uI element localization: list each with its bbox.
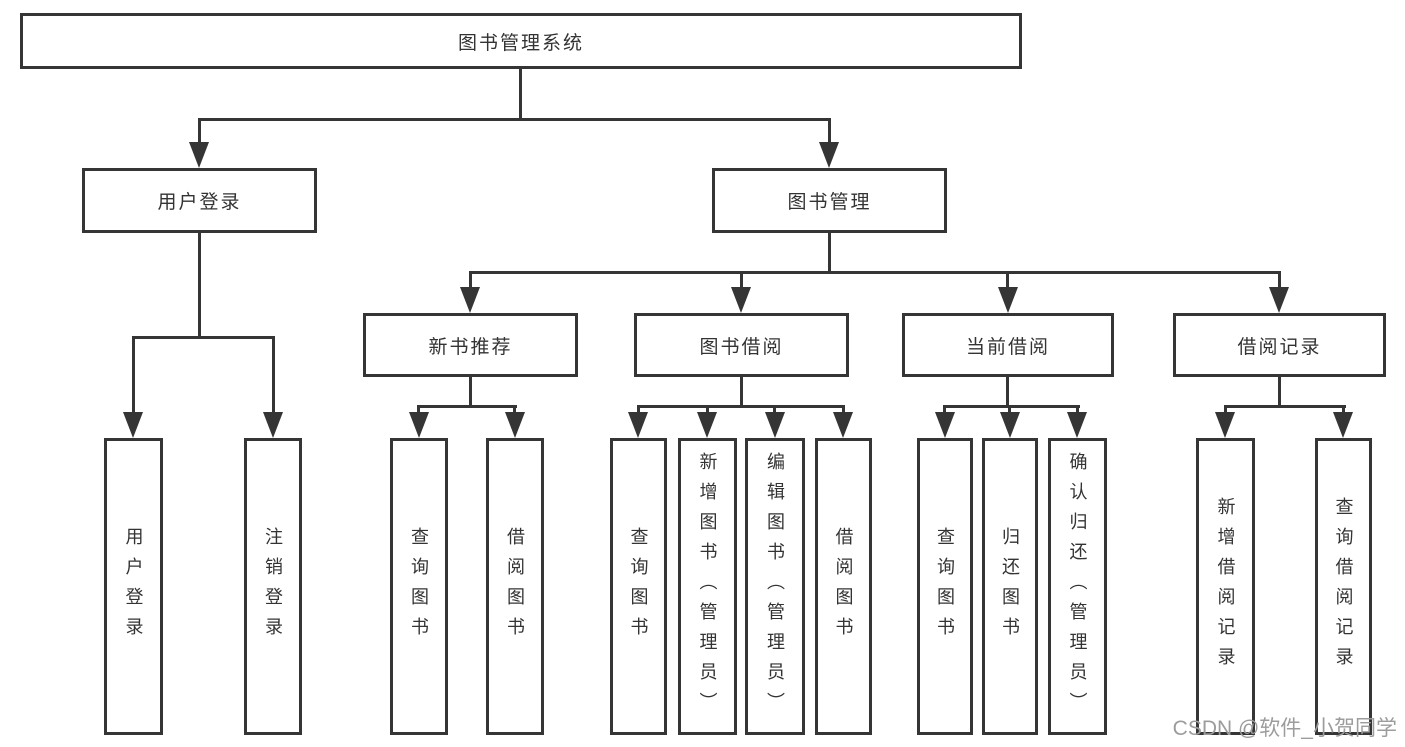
arrow-down-icon <box>263 412 283 438</box>
leaf-add-borrow-record-label: 新增借阅记录 <box>1215 496 1236 677</box>
node-borrowing-records-label: 借阅记录 <box>1237 336 1322 358</box>
leaf-user-login-label: 用户登录 <box>123 526 144 647</box>
connector-book-borrow-rail <box>637 405 845 408</box>
leaf-borrow-books-borrowing-label: 借阅图书 <box>833 526 854 647</box>
leaf-query-borrow-record-label: 查询借阅记录 <box>1333 496 1354 677</box>
node-book-management: 图书管理 <box>712 168 947 233</box>
connector-current-borrow-stub <box>1006 377 1009 408</box>
connector-level3-rail <box>469 271 1281 274</box>
arrow-down-icon <box>409 412 429 438</box>
node-current-borrowing-label: 当前借阅 <box>965 336 1050 358</box>
leaf-query-books-current-label: 查询图书 <box>935 526 955 647</box>
connector-book-mgmt-drop <box>828 118 831 144</box>
leaf-confirm-return-admin: 确认归还（管理员） <box>1048 438 1107 735</box>
leaf-add-borrow-record: 新增借阅记录 <box>1196 438 1255 735</box>
arrow-down-icon <box>1333 412 1353 438</box>
arrow-down-icon <box>189 142 209 168</box>
leaf-logout-label: 注销登录 <box>263 526 283 647</box>
node-book-borrowing: 图书借阅 <box>634 313 849 377</box>
connector-leaf-drop <box>1076 405 1079 415</box>
connector-new-book-drop <box>469 271 472 289</box>
node-user-login-label: 用户登录 <box>157 192 242 213</box>
connector-borrow-record-drop <box>1278 271 1281 289</box>
leaf-borrow-books-recommend: 借阅图书 <box>486 438 544 735</box>
leaf-query-books-borrowing-label: 查询图书 <box>628 526 649 647</box>
arrow-down-icon <box>505 412 525 438</box>
connector-borrow-record-stub <box>1278 377 1281 408</box>
connector-user-login-rail <box>132 336 275 339</box>
connector-leaf-drop <box>943 405 946 415</box>
connector-leaf-drop <box>637 405 640 415</box>
leaf-confirm-return-admin-label: 确认归还（管理员） <box>1067 451 1088 722</box>
connector-leaf-drop <box>417 405 420 415</box>
connector-root-stub <box>519 69 522 120</box>
connector-leaf-drop <box>513 405 516 415</box>
leaf-edit-book-admin-label: 编辑图书（管理员） <box>765 451 785 722</box>
node-current-borrowing: 当前借阅 <box>902 313 1114 377</box>
arrow-down-icon <box>998 287 1018 313</box>
leaf-query-borrow-record: 查询借阅记录 <box>1315 438 1372 735</box>
arrow-down-icon <box>731 287 751 313</box>
connector-current-borrow-rail <box>943 405 1080 408</box>
arrow-down-icon <box>833 412 853 438</box>
leaf-add-book-admin: 新增图书（管理员） <box>678 438 737 735</box>
connector-leaf-drop <box>773 405 776 415</box>
connector-leaf-drop <box>1342 405 1345 415</box>
leaf-query-books-recommend-label: 查询图书 <box>409 526 429 647</box>
arrow-down-icon <box>819 142 839 168</box>
leaf-borrow-books-recommend-label: 借阅图书 <box>505 526 525 647</box>
connector-new-book-stub <box>469 377 472 408</box>
leaf-user-login: 用户登录 <box>104 438 163 735</box>
connector-book-mgmt-stub <box>828 233 831 273</box>
connector-user-login-stub <box>198 233 201 339</box>
arrow-down-icon <box>460 287 480 313</box>
leaf-query-books-borrowing: 查询图书 <box>610 438 667 735</box>
leaf-query-books-current: 查询图书 <box>917 438 973 735</box>
connector-leaf-drop <box>706 405 709 415</box>
connector-leaf-drop <box>1008 405 1011 415</box>
leaf-borrow-books-borrowing: 借阅图书 <box>815 438 872 735</box>
leaf-query-books-recommend: 查询图书 <box>390 438 448 735</box>
arrow-down-icon <box>1215 412 1235 438</box>
arrow-down-icon <box>697 412 717 438</box>
csdn-watermark: CSDN @软件_小贺同学 <box>1172 717 1397 740</box>
node-library-management-system-label: 图书管理系统 <box>457 32 584 54</box>
connector-book-borrow-stub <box>740 377 743 408</box>
node-book-borrowing-label: 图书借阅 <box>699 336 784 358</box>
leaf-add-book-admin-label: 新增图书（管理员） <box>697 451 718 722</box>
arrow-down-icon <box>1000 412 1020 438</box>
leaf-return-books: 归还图书 <box>982 438 1038 735</box>
node-library-management-system: 图书管理系统 <box>20 13 1022 69</box>
arrow-down-icon <box>935 412 955 438</box>
connector-new-book-rail <box>417 405 517 408</box>
leaf-logout: 注销登录 <box>244 438 302 735</box>
leaf-return-books-label: 归还图书 <box>1000 526 1020 647</box>
node-borrowing-records: 借阅记录 <box>1173 313 1386 377</box>
connector-user-login-drop <box>198 118 201 144</box>
connector-leaf-drop <box>132 336 135 414</box>
connector-current-borrow-drop <box>1006 271 1009 289</box>
connector-leaf-drop <box>842 405 845 415</box>
connector-borrow-record-rail <box>1224 405 1346 408</box>
arrow-down-icon <box>1269 287 1289 313</box>
arrow-down-icon <box>123 412 143 438</box>
connector-book-borrow-drop <box>740 271 743 289</box>
node-new-book-recommendation: 新书推荐 <box>363 313 578 377</box>
arrow-down-icon <box>1067 412 1087 438</box>
node-new-book-recommendation-label: 新书推荐 <box>428 336 513 358</box>
leaf-edit-book-admin: 编辑图书（管理员） <box>745 438 805 735</box>
connector-leaf-drop <box>1224 405 1227 415</box>
connector-leaf-drop <box>272 336 275 414</box>
arrow-down-icon <box>628 412 648 438</box>
arrow-down-icon <box>765 412 785 438</box>
connector-level2-rail <box>198 118 831 121</box>
node-user-login: 用户登录 <box>82 168 317 233</box>
node-book-management-label: 图书管理 <box>787 192 872 213</box>
